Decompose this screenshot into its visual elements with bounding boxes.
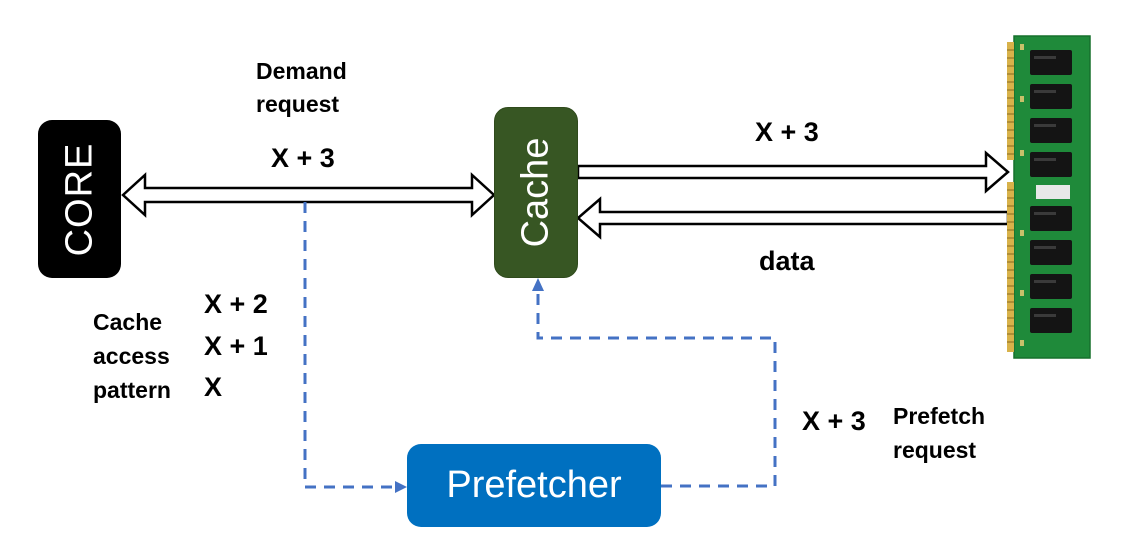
access-pattern-arrowhead xyxy=(395,481,407,493)
prefetch-request-dashed-line xyxy=(536,292,777,488)
demand-request-label-line1: Demand xyxy=(256,58,347,84)
prefetcher-label: Prefetcher xyxy=(446,464,622,506)
dram-module-icon xyxy=(1007,35,1091,359)
cache-to-memory-arrow xyxy=(576,150,1010,194)
prefetch-request-label-line2: request xyxy=(893,437,977,463)
cache-label: Cache xyxy=(514,137,557,248)
core-cache-double-arrow xyxy=(121,172,496,218)
access-pattern-label-line1: Cache xyxy=(93,309,163,335)
demand-request-label-line2: request xyxy=(256,91,340,117)
access-pattern-dashed-line xyxy=(303,202,396,489)
cache-block: Cache xyxy=(494,107,578,278)
prefetch-address-label: X + 3 xyxy=(802,406,866,436)
memory-request-address-label: X + 3 xyxy=(755,117,819,147)
memory-to-cache-arrow xyxy=(576,196,1010,240)
access-pattern-label-line3: pattern xyxy=(93,377,171,403)
memory-response-label: data xyxy=(759,246,815,276)
prefetch-request-label-line1: Prefetch xyxy=(893,403,986,429)
access-pattern-label-line2: access xyxy=(93,343,170,369)
core-label: CORE xyxy=(58,142,101,256)
prefetcher-block: Prefetcher xyxy=(407,444,661,527)
pattern-address-1: X + 2 xyxy=(204,289,268,319)
demand-address-label: X + 3 xyxy=(271,143,335,173)
core-block: CORE xyxy=(38,120,121,278)
pattern-address-2: X + 1 xyxy=(204,331,268,361)
prefetch-request-arrowhead xyxy=(532,278,544,291)
pattern-address-3: X xyxy=(204,372,223,402)
